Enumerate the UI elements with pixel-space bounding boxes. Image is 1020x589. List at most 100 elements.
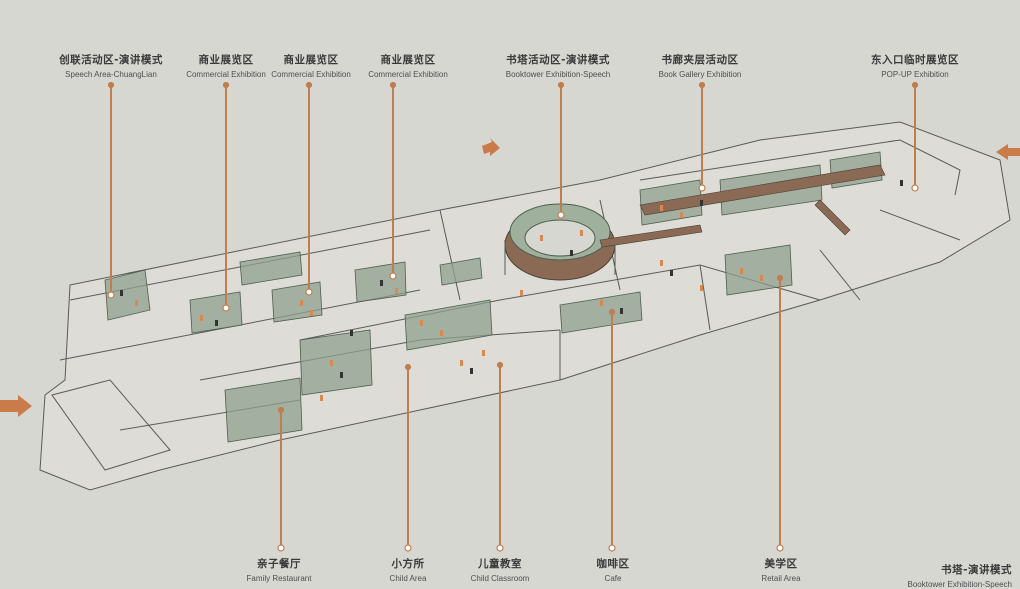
person-figure (200, 315, 203, 321)
exhibition-zones (104, 151, 883, 443)
label-zh: 亲子餐厅 (256, 558, 301, 570)
label-retail-area: 美学区 Retail Area (761, 556, 800, 583)
leader-lines (107, 81, 919, 552)
label-speech-area: 创联活动区-演讲模式 Speech Area-ChuangLian (59, 52, 163, 79)
label-zh: 小方所 (391, 558, 425, 570)
label-zh: 书廊夹层活动区 (661, 54, 739, 66)
leader-endpoint-dot (277, 406, 285, 414)
west-entrance-arrow-icon (0, 395, 32, 417)
person-figure (330, 360, 333, 366)
person-figure (300, 300, 303, 306)
person-figure (570, 250, 573, 256)
leader-endpoint-dot (698, 81, 706, 89)
leader-endpoint-dot (305, 288, 313, 296)
people-figures (120, 180, 903, 401)
label-en: Cafe (604, 574, 622, 583)
entrance-arrows (0, 138, 1020, 417)
person-figure (310, 310, 313, 316)
person-figure (482, 350, 485, 356)
label-en: Child Area (389, 574, 427, 583)
leader-endpoint-dot (496, 544, 504, 552)
label-booktower-corner: 书塔-演讲模式 Booktower Exhibition-Speech (907, 562, 1012, 589)
label-zh: 商业展览区 (380, 54, 436, 66)
label-en: Booktower Exhibition-Speech (505, 70, 611, 79)
label-en: Speech Area-ChuangLian (65, 70, 157, 79)
label-en: Commercial Exhibition (186, 70, 266, 79)
label-zh: 东入口临时展览区 (871, 54, 959, 66)
person-figure (440, 330, 443, 336)
leader-endpoint-dot (496, 361, 504, 369)
leader-endpoint-dot (911, 81, 919, 89)
person-figure (540, 235, 543, 241)
label-child-classroom: 儿童教室 Child Classroom (471, 556, 530, 583)
person-figure (320, 395, 323, 401)
label-zh: 咖啡区 (596, 558, 630, 570)
book-tower (504, 203, 616, 281)
north-entrance-arrow-icon (482, 138, 500, 156)
person-figure (215, 320, 218, 326)
label-en: Family Restaurant (246, 574, 312, 583)
label-popup-exhibition: 东入口临时展览区 POP-UP Exhibition (871, 52, 959, 79)
person-figure (120, 290, 123, 296)
person-figure (760, 275, 763, 281)
label-commercial-exhibition-1: 商业展览区 Commercial Exhibition (186, 52, 266, 79)
person-figure (700, 285, 703, 291)
person-figure (660, 205, 663, 211)
label-en: Retail Area (761, 574, 801, 583)
person-figure (420, 320, 423, 326)
label-en: Commercial Exhibition (368, 70, 448, 79)
person-figure (460, 360, 463, 366)
label-commercial-exhibition-2: 商业展览区 Commercial Exhibition (271, 52, 351, 79)
leader-endpoint-dot (911, 184, 919, 192)
leader-endpoint-dot (277, 544, 285, 552)
person-figure (395, 288, 398, 294)
leader-endpoint-dot (305, 81, 313, 89)
label-zh: 美学区 (764, 558, 798, 570)
label-zh: 书塔-演讲模式 (941, 564, 1012, 576)
leader-endpoint-dot (404, 363, 412, 371)
label-en: Booktower Exhibition-Speech (907, 580, 1012, 589)
label-zh: 商业展览区 (198, 54, 254, 66)
label-booktower-speech: 书塔活动区-演讲模式 Booktower Exhibition-Speech (506, 52, 611, 79)
person-figure (340, 372, 343, 378)
person-figure (900, 180, 903, 186)
leader-endpoint-dot (389, 272, 397, 280)
person-figure (620, 308, 623, 314)
label-zh: 创联活动区-演讲模式 (59, 54, 163, 66)
person-figure (680, 212, 683, 218)
label-zh: 商业展览区 (283, 54, 339, 66)
label-zh: 儿童教室 (478, 558, 522, 570)
label-en: Commercial Exhibition (271, 70, 351, 79)
label-en: Child Classroom (470, 574, 530, 583)
person-figure (600, 300, 603, 306)
person-figure (670, 270, 673, 276)
label-zh: 书塔活动区-演讲模式 (506, 54, 610, 66)
leader-endpoint-dot (222, 304, 230, 312)
label-child-area: 小方所 Child Area (390, 556, 427, 583)
leader-endpoint-dot (608, 308, 616, 316)
person-figure (470, 368, 473, 374)
person-figure (135, 300, 138, 306)
person-figure (350, 330, 353, 336)
leader-endpoint-dot (557, 81, 565, 89)
leader-endpoint-dot (222, 81, 230, 89)
person-figure (380, 280, 383, 286)
person-figure (700, 200, 703, 206)
leader-endpoint-dot (389, 81, 397, 89)
leader-endpoint-dot (557, 211, 565, 219)
label-commercial-exhibition-3: 商业展览区 Commercial Exhibition (368, 52, 448, 79)
person-figure (740, 268, 743, 274)
leader-endpoint-dot (776, 274, 784, 282)
person-figure (580, 230, 583, 236)
east-entrance-arrow-icon (996, 144, 1020, 160)
label-cafe: 咖啡区 Cafe (597, 556, 630, 583)
person-figure (660, 260, 663, 266)
leader-endpoint-dot (776, 544, 784, 552)
leader-endpoint-dot (107, 81, 115, 89)
label-family-restaurant: 亲子餐厅 Family Restaurant (247, 556, 312, 583)
label-book-gallery: 书廊夹层活动区 Book Gallery Exhibition (659, 52, 742, 79)
label-en: Book Gallery Exhibition (658, 70, 742, 79)
label-en: POP-UP Exhibition (881, 70, 949, 79)
leader-endpoint-dot (608, 544, 616, 552)
